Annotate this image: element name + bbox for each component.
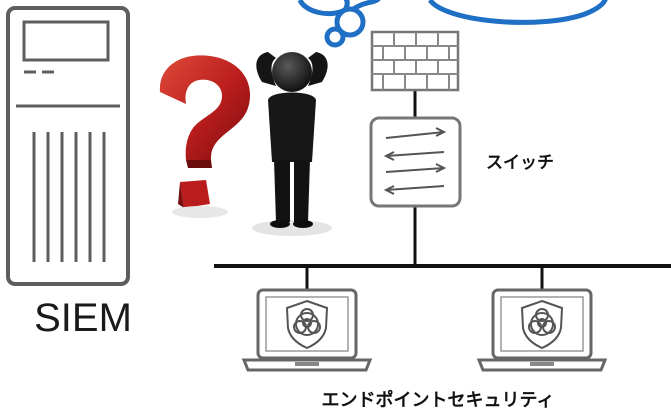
server-icon [6, 6, 130, 286]
laptop-icon [241, 288, 373, 372]
biohazard-shield-icon [285, 299, 329, 350]
firewall-icon [370, 30, 460, 92]
biohazard-shield-icon [520, 299, 564, 350]
endpoint-security-label: エンドポイントセキュリティ [321, 390, 555, 411]
laptop-icon [476, 288, 608, 372]
switch-icon [369, 116, 462, 208]
siem-label: SIEM [34, 296, 132, 340]
confused-person-icon [252, 52, 332, 236]
cloud-icon [297, 0, 608, 48]
question-mark-icon [159, 55, 251, 218]
switch-label: スイッチ [486, 153, 554, 173]
